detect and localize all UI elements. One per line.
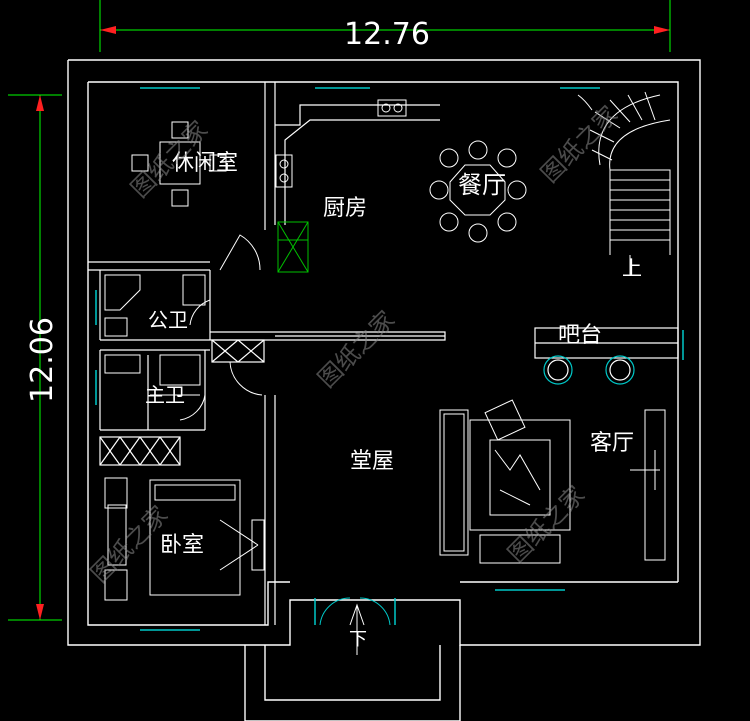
basin-icon bbox=[104, 354, 141, 374]
stair-down-label: 下 bbox=[349, 629, 367, 650]
room-label-public-bath: 公卫 bbox=[148, 308, 188, 332]
nightstand-icon bbox=[104, 477, 128, 509]
kitchen-fixtures bbox=[275, 99, 407, 188]
bath-fixtures bbox=[104, 274, 206, 396]
fridge-icon bbox=[277, 221, 309, 273]
nightstand-icon bbox=[104, 569, 128, 601]
width-dimension: 12.76 bbox=[344, 17, 430, 52]
basin-icon bbox=[182, 274, 206, 306]
down-arrow-icon bbox=[349, 603, 365, 655]
watermark: 图纸之家 bbox=[503, 481, 591, 569]
stair-up-label: 上 bbox=[622, 256, 642, 280]
sofa-set-icon bbox=[439, 399, 666, 564]
toilet-icon bbox=[159, 354, 201, 386]
room-label-kitchen: 厨房 bbox=[323, 196, 367, 221]
bar-stools bbox=[543, 355, 635, 385]
staircase bbox=[577, 91, 671, 275]
bar-stool-icon bbox=[547, 359, 569, 381]
bar-stool-icon bbox=[609, 359, 631, 381]
door-master-bath-icon bbox=[179, 394, 206, 421]
room-label-dining: 餐厅 bbox=[458, 171, 506, 199]
dining-table-icon bbox=[429, 140, 527, 243]
bed-icon bbox=[104, 477, 265, 601]
arrow-right-icon bbox=[654, 26, 670, 34]
door-front-right-icon bbox=[359, 597, 391, 626]
tv-cabinet-icon bbox=[251, 519, 265, 571]
arrow-left-icon bbox=[100, 26, 116, 34]
stove-icon bbox=[275, 154, 293, 188]
interior-walls bbox=[88, 82, 679, 625]
toilet-icon bbox=[104, 317, 128, 337]
card-table-icon bbox=[131, 121, 227, 207]
room-label-bar: 吧台 bbox=[558, 323, 602, 348]
doors bbox=[179, 234, 391, 626]
room-label-master-bath: 主卫 bbox=[145, 383, 185, 407]
room-label-living: 客厅 bbox=[590, 431, 634, 456]
watermark: 图纸之家 bbox=[313, 306, 401, 394]
arrow-down-icon bbox=[36, 604, 44, 620]
door-front-left-icon bbox=[319, 597, 351, 626]
door-public-bath-icon bbox=[189, 299, 211, 326]
room-label-bedroom: 卧室 bbox=[160, 533, 204, 558]
arrow-up-icon bbox=[36, 95, 44, 111]
room-label-leisure: 休闲室 bbox=[172, 151, 238, 176]
dimension-arrows bbox=[36, 26, 670, 620]
dimension-lines bbox=[8, 0, 671, 621]
sink-icon bbox=[377, 99, 407, 117]
shower-icon bbox=[104, 274, 141, 311]
height-dimension: 12.06 bbox=[25, 317, 60, 403]
windows bbox=[95, 87, 684, 631]
room-label-hall: 堂屋 bbox=[350, 449, 394, 474]
door-leisure-icon bbox=[219, 234, 261, 271]
door-bedroom-icon bbox=[229, 361, 263, 396]
